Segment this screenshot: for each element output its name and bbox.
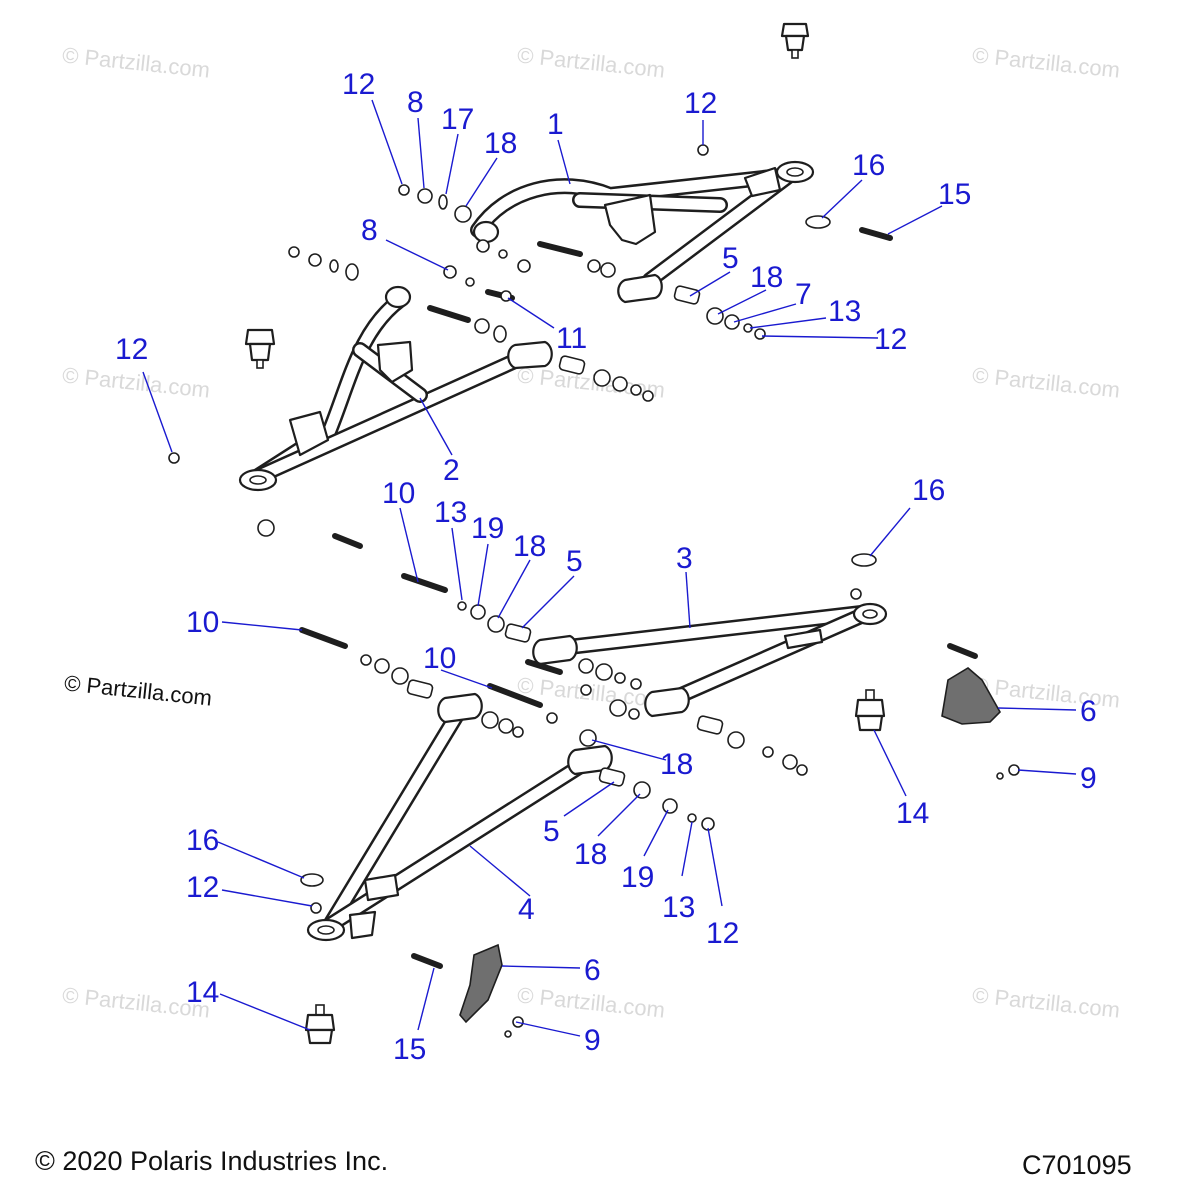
bolts: [299, 227, 978, 969]
part-upper-arm-1: [470, 160, 815, 304]
callout-15: 15: [393, 1033, 426, 1066]
callout-1: 1: [547, 108, 564, 141]
callout-18: 18: [484, 127, 517, 160]
part-lower-arm-4: [306, 692, 613, 942]
bracket-6-right: [941, 667, 1001, 725]
callout-13: 13: [662, 891, 695, 924]
callout-12: 12: [684, 87, 717, 120]
part-lower-arm-3: [532, 602, 888, 718]
callout-6: 6: [584, 954, 601, 987]
callout-16: 16: [852, 149, 885, 182]
callout-16: 16: [186, 824, 219, 857]
ball-joint-upper-left: [244, 328, 276, 369]
callout-9: 9: [1080, 762, 1097, 795]
ball-joint-top: [780, 22, 810, 59]
ball-joint-bottom-left: [304, 1004, 336, 1045]
callout-5: 5: [543, 815, 560, 848]
callout-10: 10: [382, 477, 415, 510]
callout-11: 11: [556, 322, 587, 355]
callout-2: 2: [443, 454, 460, 487]
callout-19: 19: [621, 861, 654, 894]
leader-lines: [142, 99, 1077, 1037]
callout-18: 18: [750, 261, 783, 294]
callout-12: 12: [874, 323, 907, 356]
callout-10: 10: [423, 642, 456, 675]
callout-18: 18: [513, 530, 546, 563]
ball-joint-right: [854, 689, 886, 732]
callout-19: 19: [471, 512, 504, 545]
callout-12: 12: [186, 871, 219, 904]
callout-7: 7: [795, 278, 812, 311]
callout-5: 5: [722, 242, 739, 275]
callout-16: 16: [912, 474, 945, 507]
callout-14: 14: [896, 797, 929, 830]
callout-10: 10: [186, 606, 219, 639]
diagram-code: C701095: [1022, 1150, 1132, 1180]
bracket-6-lower: [459, 943, 503, 1024]
callout-8: 8: [407, 86, 424, 119]
callout-6: 6: [1080, 695, 1097, 728]
callout-12: 12: [706, 917, 739, 950]
hardware-small-parts: [168, 144, 1020, 1038]
callout-12: 12: [115, 333, 148, 366]
callout-13: 13: [828, 295, 861, 328]
copyright-text: © 2020 Polaris Industries Inc.: [35, 1146, 389, 1176]
callout-13: 13: [434, 496, 467, 529]
callout-8: 8: [361, 214, 378, 247]
callout-14: 14: [186, 976, 219, 1009]
callout-18: 18: [574, 838, 607, 871]
callout-4: 4: [518, 893, 535, 926]
callouts: 12 8 17 18 1 12 16 15 8 5 18 7 13 12 11 …: [115, 68, 1097, 1066]
callout-18: 18: [660, 748, 693, 781]
callout-3: 3: [676, 542, 693, 575]
part-upper-arm-2: [238, 285, 553, 492]
callout-5: 5: [566, 545, 583, 578]
callout-17: 17: [441, 103, 474, 136]
callout-15: 15: [938, 178, 971, 211]
callout-12: 12: [342, 68, 375, 101]
callout-9: 9: [584, 1024, 601, 1057]
